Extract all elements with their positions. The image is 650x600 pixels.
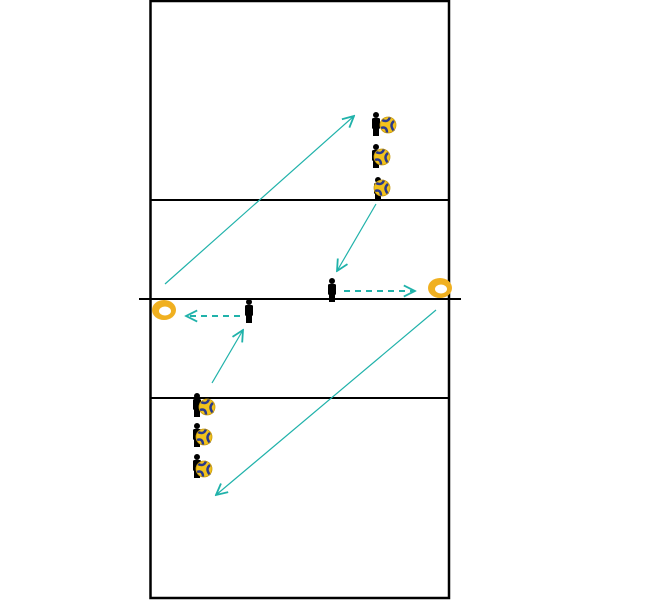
volleyball-icon xyxy=(194,427,214,447)
arrow-icon xyxy=(337,203,377,271)
arrow-icon xyxy=(164,116,354,285)
player-icon xyxy=(328,278,336,302)
volleyball-icon xyxy=(372,178,392,198)
player-icon xyxy=(245,299,253,323)
volleyball-icon xyxy=(197,397,217,417)
volleyball-icon xyxy=(372,147,392,167)
arrow-icon xyxy=(211,330,243,384)
hoop-target-icon xyxy=(428,278,452,298)
volleyball-icon xyxy=(378,115,398,135)
volleyball-icon xyxy=(194,459,214,479)
arrow-icon xyxy=(216,309,437,495)
player-icon xyxy=(372,112,380,136)
hoop-target-icon xyxy=(152,300,176,320)
